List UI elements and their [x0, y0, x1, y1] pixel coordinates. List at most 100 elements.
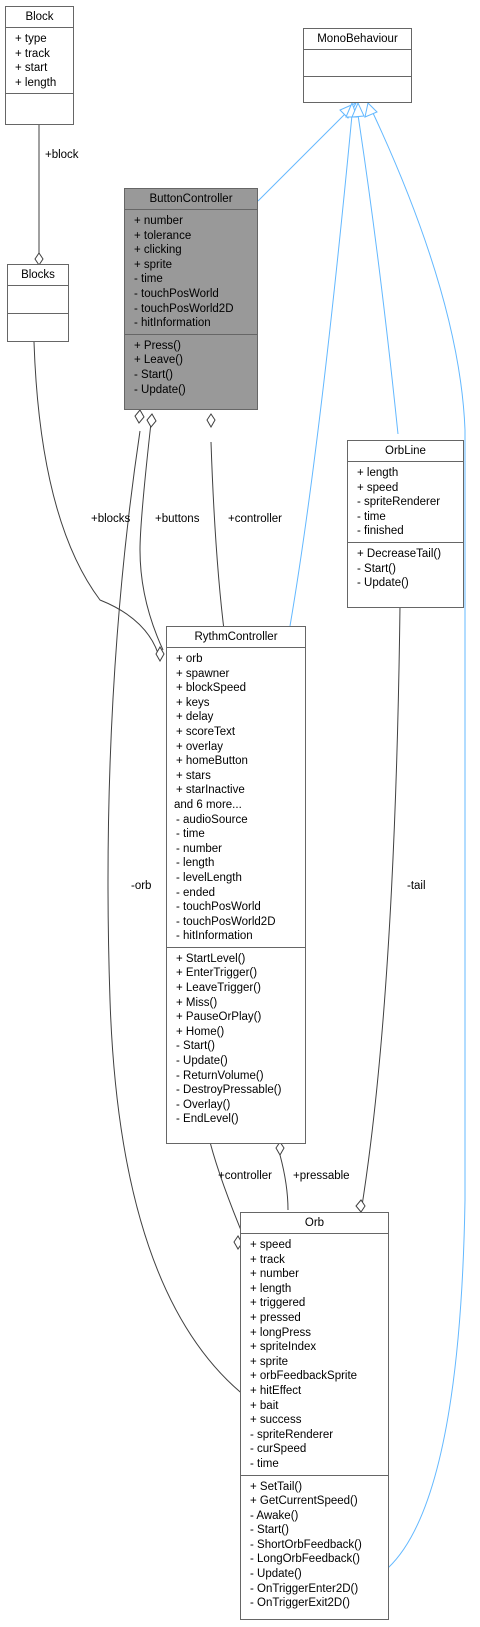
attribute: - time	[357, 510, 386, 523]
attribute: - levelLength	[176, 871, 242, 884]
attribute: + sprite	[134, 258, 173, 271]
edge-controller-bc	[210, 441, 226, 639]
attribute: + track	[250, 1253, 285, 1266]
attribute: - time	[176, 828, 205, 841]
attribute: + scoreText	[176, 725, 236, 738]
attributes-blocks	[8, 286, 68, 314]
class-rythmcontroller[interactable]: RythmController + orb + spawner + blockS…	[166, 626, 306, 1144]
attribute: - length	[176, 857, 215, 870]
operation: - Update()	[176, 1055, 228, 1068]
operations-blocks	[8, 314, 68, 342]
operation: - Start()	[357, 562, 396, 575]
operation: - Start()	[134, 368, 173, 381]
attributes-block: + type + track + start + length	[6, 28, 73, 95]
attribute: + tolerance	[134, 229, 192, 242]
attributes-rythmcontroller: + orb + spawner + blockSpeed + keys + de…	[167, 648, 305, 948]
class-title: RythmController	[167, 627, 305, 648]
class-title: MonoBehaviour	[304, 29, 411, 50]
operation: - OnTriggerEnter2D()	[250, 1582, 359, 1595]
operation: - Start()	[250, 1524, 289, 1537]
operation: + Press()	[134, 339, 181, 352]
attribute: + spawner	[176, 667, 230, 680]
edge-label-controller-bc: +controller	[228, 513, 283, 525]
operations-orb: + SetTail() + GetCurrentSpeed() - Awake(…	[241, 1476, 388, 1614]
class-orbline[interactable]: OrbLine + length + speed - spriteRendere…	[347, 440, 464, 608]
edge-buttons	[139, 413, 164, 651]
attribute: + start	[15, 62, 48, 75]
attribute: - curSpeed	[250, 1443, 307, 1456]
edge-label-controller-orb: +controller	[218, 1170, 273, 1182]
operation: - Overlay()	[176, 1098, 231, 1111]
attribute: + speed	[250, 1239, 292, 1251]
edge-label-buttons: +buttons	[155, 513, 200, 525]
attribute: + longPress	[250, 1326, 312, 1339]
operations-block	[6, 94, 73, 115]
class-blocks[interactable]: Blocks	[7, 264, 69, 342]
attribute: + speed	[357, 481, 399, 494]
agg-diamond-tail	[355, 1199, 366, 1213]
edge-orb-to-monobehaviour	[372, 112, 466, 1569]
agg-diamond-orb	[134, 409, 145, 424]
attribute: - time	[250, 1457, 279, 1470]
attributes-monobehaviour	[304, 50, 411, 77]
edge-orb	[107, 430, 251, 1401]
attribute: + triggered	[250, 1297, 306, 1310]
attribute: + stars	[176, 769, 211, 782]
attribute: + bait	[250, 1399, 279, 1412]
operation: - LongOrbFeedback()	[250, 1553, 360, 1566]
attribute: - spriteRenderer	[250, 1428, 334, 1441]
class-block[interactable]: Block + type + track + start + length	[5, 6, 74, 125]
operations-monobehaviour	[304, 77, 411, 103]
operation: - EndLevel()	[176, 1113, 239, 1126]
attribute: + success	[250, 1414, 302, 1427]
edge-label-tail: -tail	[407, 880, 426, 892]
operation: - OnTriggerExit2D()	[250, 1597, 350, 1610]
inherit-arrow-4	[364, 101, 378, 118]
attribute: - time	[134, 273, 163, 286]
operation: - Update()	[357, 577, 409, 590]
class-title: Block	[6, 7, 73, 28]
operation: + DecreaseTail()	[357, 547, 442, 560]
class-title: Orb	[241, 1213, 388, 1234]
class-monobehaviour[interactable]: MonoBehaviour	[303, 28, 412, 103]
attribute: - finished	[357, 525, 404, 538]
operation: + PauseOrPlay()	[176, 1011, 262, 1024]
operation: - Update()	[250, 1568, 302, 1581]
attribute: - touchPosWorld	[176, 901, 261, 914]
attribute: + spriteIndex	[250, 1341, 317, 1354]
attribute: + blockSpeed	[176, 682, 247, 695]
edge-label-pressable: +pressable	[293, 1170, 350, 1182]
class-buttoncontroller[interactable]: ButtonController + number + tolerance + …	[124, 188, 258, 410]
edge-label-orb: -orb	[131, 880, 152, 892]
attribute: + homeButton	[176, 755, 248, 768]
class-title: Blocks	[8, 265, 68, 286]
attribute: + number	[134, 215, 183, 227]
edge-pressable	[279, 1154, 289, 1211]
attribute: + type	[15, 33, 47, 45]
operation: + StartLevel()	[176, 952, 246, 965]
agg-diamond-pressable	[275, 1141, 285, 1157]
attribute: - touchPosWorld2D	[176, 915, 276, 928]
class-title: OrbLine	[348, 441, 463, 462]
attribute: + delay	[176, 711, 214, 724]
edge-controller-orb	[209, 1141, 246, 1241]
attribute: + sprite	[250, 1355, 289, 1368]
attribute: - touchPosWorld	[134, 287, 219, 300]
attribute: + clicking	[134, 244, 182, 257]
class-orb[interactable]: Orb + speed + track + number + length + …	[240, 1212, 389, 1620]
attributes-orb: + speed + track + number + length + trig…	[241, 1234, 388, 1476]
operation: + SetTail()	[250, 1480, 303, 1493]
attributes-orbline: + length + speed - spriteRenderer - time…	[348, 462, 463, 543]
attribute-more: and 6 more...	[174, 798, 242, 811]
agg-diamond-buttons	[146, 413, 157, 428]
operation: - Awake()	[250, 1509, 299, 1522]
edge-label-blocks: +blocks	[91, 513, 131, 525]
attribute: + orbFeedbackSprite	[250, 1370, 358, 1383]
attribute: + length	[15, 76, 57, 89]
attributes-buttoncontroller: + number + tolerance + clicking + sprite…	[125, 210, 257, 335]
attribute: + starInactive	[176, 784, 245, 797]
edge-orbline-to-monobehaviour	[357, 114, 399, 435]
operation: + LeaveTrigger()	[176, 982, 261, 995]
edge-blocks-rythm	[33, 341, 161, 661]
